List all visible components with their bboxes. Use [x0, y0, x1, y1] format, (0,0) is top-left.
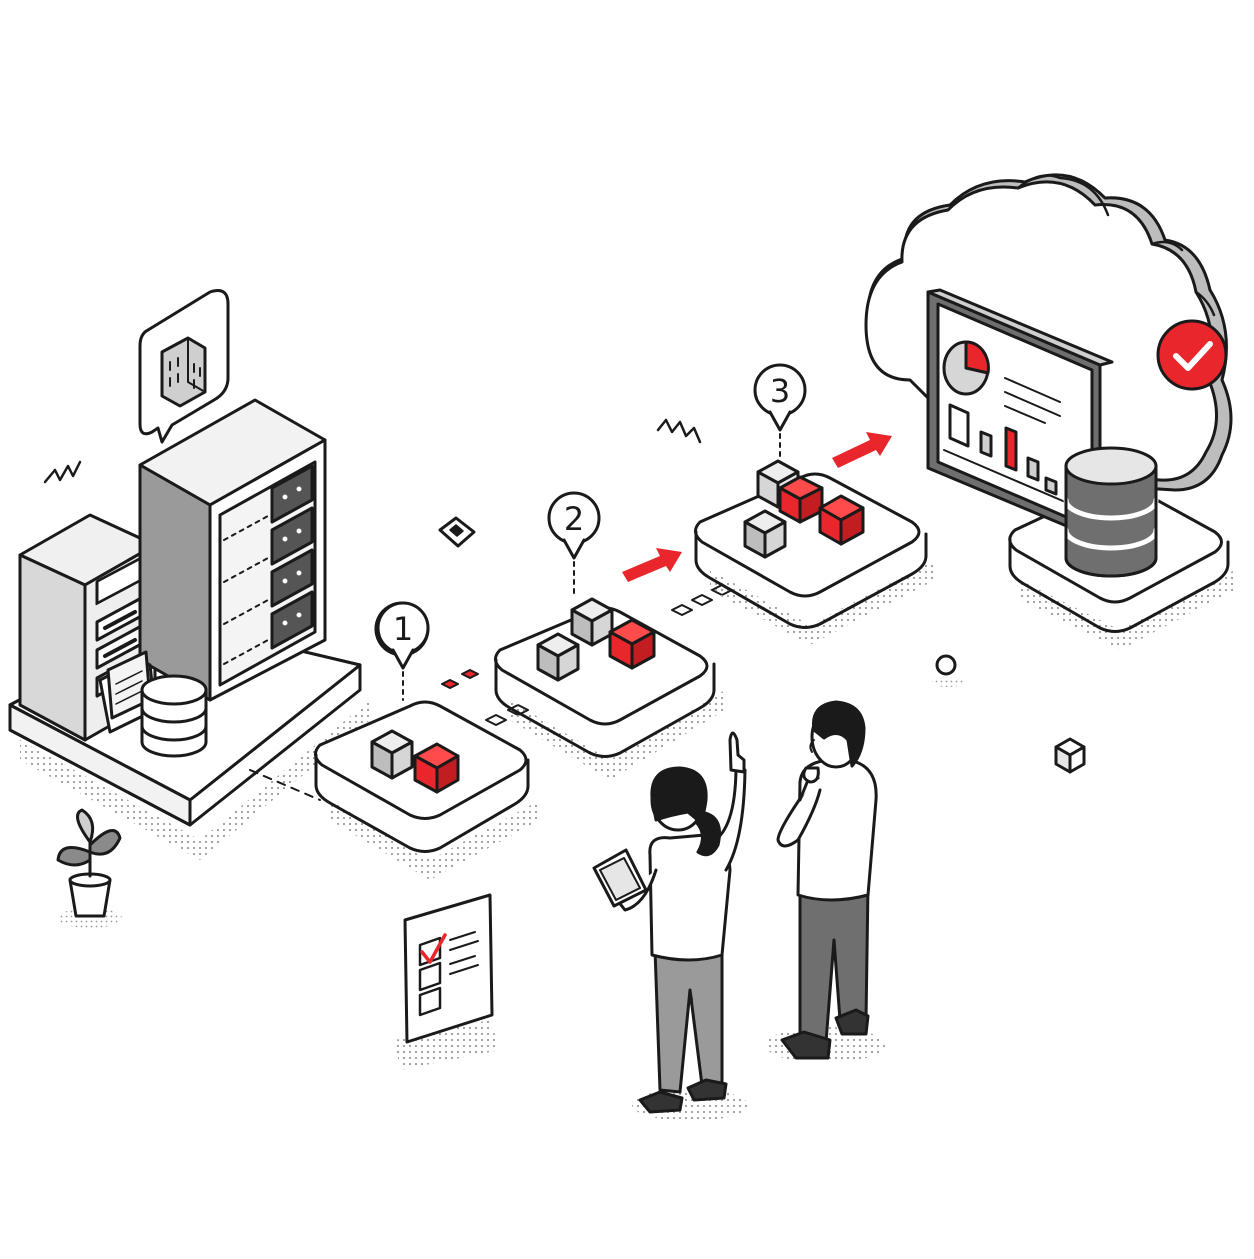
step-1-number: 1 — [393, 610, 413, 648]
zigzag-icon-mid — [656, 418, 702, 444]
building-icon — [160, 336, 207, 408]
diamond-icon — [438, 516, 476, 548]
bar-chart-icon — [943, 403, 1071, 505]
connector-source-step1 — [249, 769, 321, 801]
step-3-cubes — [743, 459, 865, 559]
plant-icon — [56, 808, 122, 928]
checklist-icon — [395, 893, 500, 1070]
man-thinking — [765, 700, 885, 1063]
monitor-dashboard — [926, 288, 1114, 542]
server-rack-tall — [138, 398, 327, 702]
arrow-step3-cloud — [832, 432, 892, 468]
step-2-cubes — [536, 597, 656, 682]
source-database-icon — [140, 674, 208, 758]
step-3-number: 3 — [770, 372, 790, 410]
step-3-platform — [694, 472, 935, 645]
step-1-marker — [374, 601, 430, 701]
step-2-number: 2 — [564, 500, 584, 538]
building-bubble — [138, 289, 230, 444]
arrow-step2-step3 — [622, 548, 682, 582]
cloud-database-icon — [1063, 446, 1159, 578]
step-3-marker — [753, 363, 807, 461]
pie-chart-icon — [942, 340, 990, 396]
step-2-marker — [547, 491, 601, 596]
check-badge-icon — [1156, 319, 1228, 391]
step-1-cubes — [370, 729, 460, 794]
circle-icon — [932, 654, 964, 687]
zigzag-icon-left — [43, 460, 82, 484]
woman-with-tablet — [592, 731, 748, 1121]
cube-icon — [1054, 737, 1086, 774]
